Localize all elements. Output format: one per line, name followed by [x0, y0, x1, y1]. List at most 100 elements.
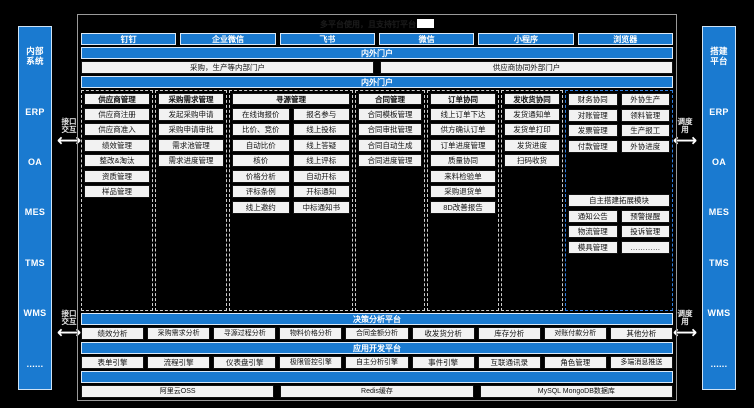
module-item[interactable]: 线上投标 — [292, 123, 350, 136]
app-item-0[interactable]: 表单引擎 — [81, 356, 145, 369]
module-item[interactable]: 付款管理 — [568, 139, 618, 153]
module-item[interactable]: 在线询报价 — [232, 107, 290, 121]
module-item[interactable]: 绩效管理 — [84, 138, 150, 152]
module-group-head-supplier[interactable]: 供应商管理 — [84, 93, 150, 105]
module-item[interactable]: 来料检验单 — [430, 169, 496, 183]
decision-item-2[interactable]: 寻源过程分析 — [213, 327, 277, 340]
module-group-head-finance-outsourcing-0[interactable]: 财务协同 — [568, 93, 618, 106]
module-item[interactable]: 合同审批管理 — [358, 123, 422, 136]
decision-item-4[interactable]: 合同金额分析 — [345, 327, 409, 340]
module-item[interactable]: 供应商注册 — [84, 107, 150, 121]
interface-arrow-left-top-label: 接口交互 — [61, 117, 77, 135]
app-item-6[interactable]: 互联通讯录 — [477, 356, 541, 369]
portal-1[interactable]: 供应商协同外部门户 — [380, 61, 673, 74]
interface-arrow-right-bottom-label: 调度用 — [677, 309, 693, 327]
module-item[interactable]: 合同模板管理 — [358, 107, 422, 121]
module-item[interactable]: 质量协同 — [430, 154, 496, 167]
interface-arrow-right-bottom: 调度用 ⟷ — [670, 309, 700, 340]
module-item[interactable]: 线上邀约 — [232, 200, 290, 214]
module-item[interactable]: 核价 — [232, 154, 290, 167]
double-arrow-icon: ⟷ — [672, 130, 698, 150]
module-item[interactable]: 采购申请审批 — [158, 123, 224, 136]
module-item[interactable]: 比价、竞价 — [232, 123, 290, 136]
client-tab-1[interactable]: 企业微信 — [180, 33, 276, 45]
module-item[interactable]: 供应商准入 — [84, 123, 150, 136]
app-item-8[interactable]: 多端消息推送 — [609, 356, 673, 369]
module-item[interactable]: 模具管理 — [568, 240, 618, 254]
client-tab-2[interactable]: 飞书 — [279, 33, 375, 45]
module-item[interactable]: 采购退货单 — [430, 185, 496, 198]
module-item[interactable]: 领料管理 — [620, 108, 670, 122]
client-tab-0[interactable]: 钉钉 — [81, 33, 177, 45]
client-tab-5[interactable]: 浏览器 — [577, 33, 673, 45]
module-item[interactable]: 自动比价 — [232, 138, 290, 152]
module-item[interactable]: 发起采购申请 — [158, 107, 224, 121]
module-item[interactable]: 需求进度管理 — [158, 154, 224, 167]
module-item[interactable]: 扫码收货 — [504, 154, 560, 167]
client-tab-4[interactable]: 小程序 — [478, 33, 574, 45]
module-item[interactable]: 开标通知 — [292, 185, 350, 198]
app-item-2[interactable]: 仪表盘引擎 — [213, 356, 277, 369]
module-item[interactable]: 预警提醒 — [620, 209, 670, 223]
module-item[interactable]: 自动开标 — [292, 169, 350, 183]
infra-item-2[interactable]: MySQL MongoDB数据库 — [479, 385, 673, 398]
module-group-head-delivery[interactable]: 发收货协同 — [504, 93, 560, 105]
portal-0[interactable]: 采购，生产等内部门户 — [81, 61, 374, 74]
module-item[interactable]: 中标通知书 — [292, 200, 350, 214]
double-arrow-icon: ⟷ — [56, 322, 82, 342]
module-item[interactable]: 物流管理 — [568, 225, 618, 238]
module-item[interactable]: 8D改善报告 — [430, 200, 496, 214]
module-item[interactable]: 价格分析 — [232, 169, 290, 183]
app-item-1[interactable]: 流程引擎 — [147, 356, 211, 369]
decision-item-8[interactable]: 其他分析 — [609, 327, 673, 340]
module-item[interactable]: 通知公告 — [568, 209, 618, 223]
module-item[interactable]: 评标条例 — [232, 185, 290, 198]
module-item[interactable]: 发票管理 — [568, 124, 618, 137]
module-item[interactable]: 投诉管理 — [620, 225, 670, 238]
module-item[interactable]: 样品管理 — [84, 185, 150, 198]
app-item-5[interactable]: 事件引擎 — [411, 356, 475, 369]
module-item[interactable]: 合同进度管理 — [358, 154, 422, 167]
app-item-3[interactable]: 极限管控引擎 — [279, 356, 343, 369]
extend-module-head[interactable]: 自主搭建拓展模块 — [568, 194, 670, 207]
module-item[interactable]: 发货进度 — [504, 138, 560, 152]
decision-item-5[interactable]: 收发货分析 — [411, 327, 475, 340]
module-item[interactable]: 订单进度管理 — [430, 138, 496, 152]
module-item[interactable]: 对账管理 — [568, 108, 618, 122]
decision-item-1[interactable]: 采购需求分析 — [147, 327, 211, 340]
module-item[interactable]: 整改&淘汰 — [84, 154, 150, 167]
module-item[interactable]: 外协进度 — [620, 139, 670, 153]
module-group-head-finance-outsourcing-1[interactable]: 外协生产 — [620, 93, 670, 106]
module-item[interactable]: 供方确认订单 — [430, 123, 496, 136]
app-item-4[interactable]: 自主分析引擎 — [345, 356, 409, 369]
module-item[interactable]: 生产报工 — [620, 124, 670, 137]
app-item-7[interactable]: 角色管理 — [543, 356, 607, 369]
module-group-head-sourcing[interactable]: 寻源管理 — [232, 93, 350, 105]
module-subcolumns-top-finance-outsourcing: 财务协同对账管理发票管理付款管理 外协生产领料管理生产报工外协进度 — [568, 93, 670, 192]
module-item[interactable]: 线上订单下达 — [430, 107, 496, 121]
module-item[interactable]: 需求池管理 — [158, 138, 224, 152]
module-item[interactable]: 合同自动生成 — [358, 138, 422, 152]
module-group-head-contract[interactable]: 合同管理 — [358, 93, 422, 105]
module-item[interactable]: 报名参与 — [292, 107, 350, 121]
module-item[interactable]: 资质管理 — [84, 169, 150, 183]
decision-item-0[interactable]: 绩效分析 — [81, 327, 145, 340]
module-item[interactable]: 发货通知单 — [504, 107, 560, 121]
decision-item-6[interactable]: 库存分析 — [477, 327, 541, 340]
module-group-body-delivery: 发收货协同发货通知单发货单打印发货进度扫码收货 — [504, 93, 560, 308]
module-group-head-demand[interactable]: 采购需求管理 — [158, 93, 224, 105]
decision-item-3[interactable]: 物料价格分析 — [279, 327, 343, 340]
decision-item-7[interactable]: 对账付款分析 — [543, 327, 607, 340]
infra-item-1[interactable]: Redis缓存 — [280, 385, 474, 398]
module-item[interactable]: ………… — [620, 240, 670, 254]
infra-item-0[interactable]: 阿里云OSS — [81, 385, 275, 398]
client-tab-3[interactable]: 微信 — [378, 33, 475, 45]
column-spacer — [158, 170, 224, 309]
module-item[interactable]: 线上评标 — [292, 154, 350, 167]
module-subcolumns-sourcing: 在线询报价比价、竞价自动比价核价价格分析评标条例线上邀约报名参与线上投标线上答疑… — [232, 107, 350, 309]
module-item[interactable]: 线上答疑 — [292, 138, 350, 152]
module-group-head-order[interactable]: 订单协同 — [430, 93, 496, 105]
module-column-sourcing-0: 在线询报价比价、竞价自动比价核价价格分析评标条例线上邀约 — [232, 107, 290, 309]
module-item[interactable]: 发货单打印 — [504, 123, 560, 136]
column-spacer — [430, 216, 496, 308]
